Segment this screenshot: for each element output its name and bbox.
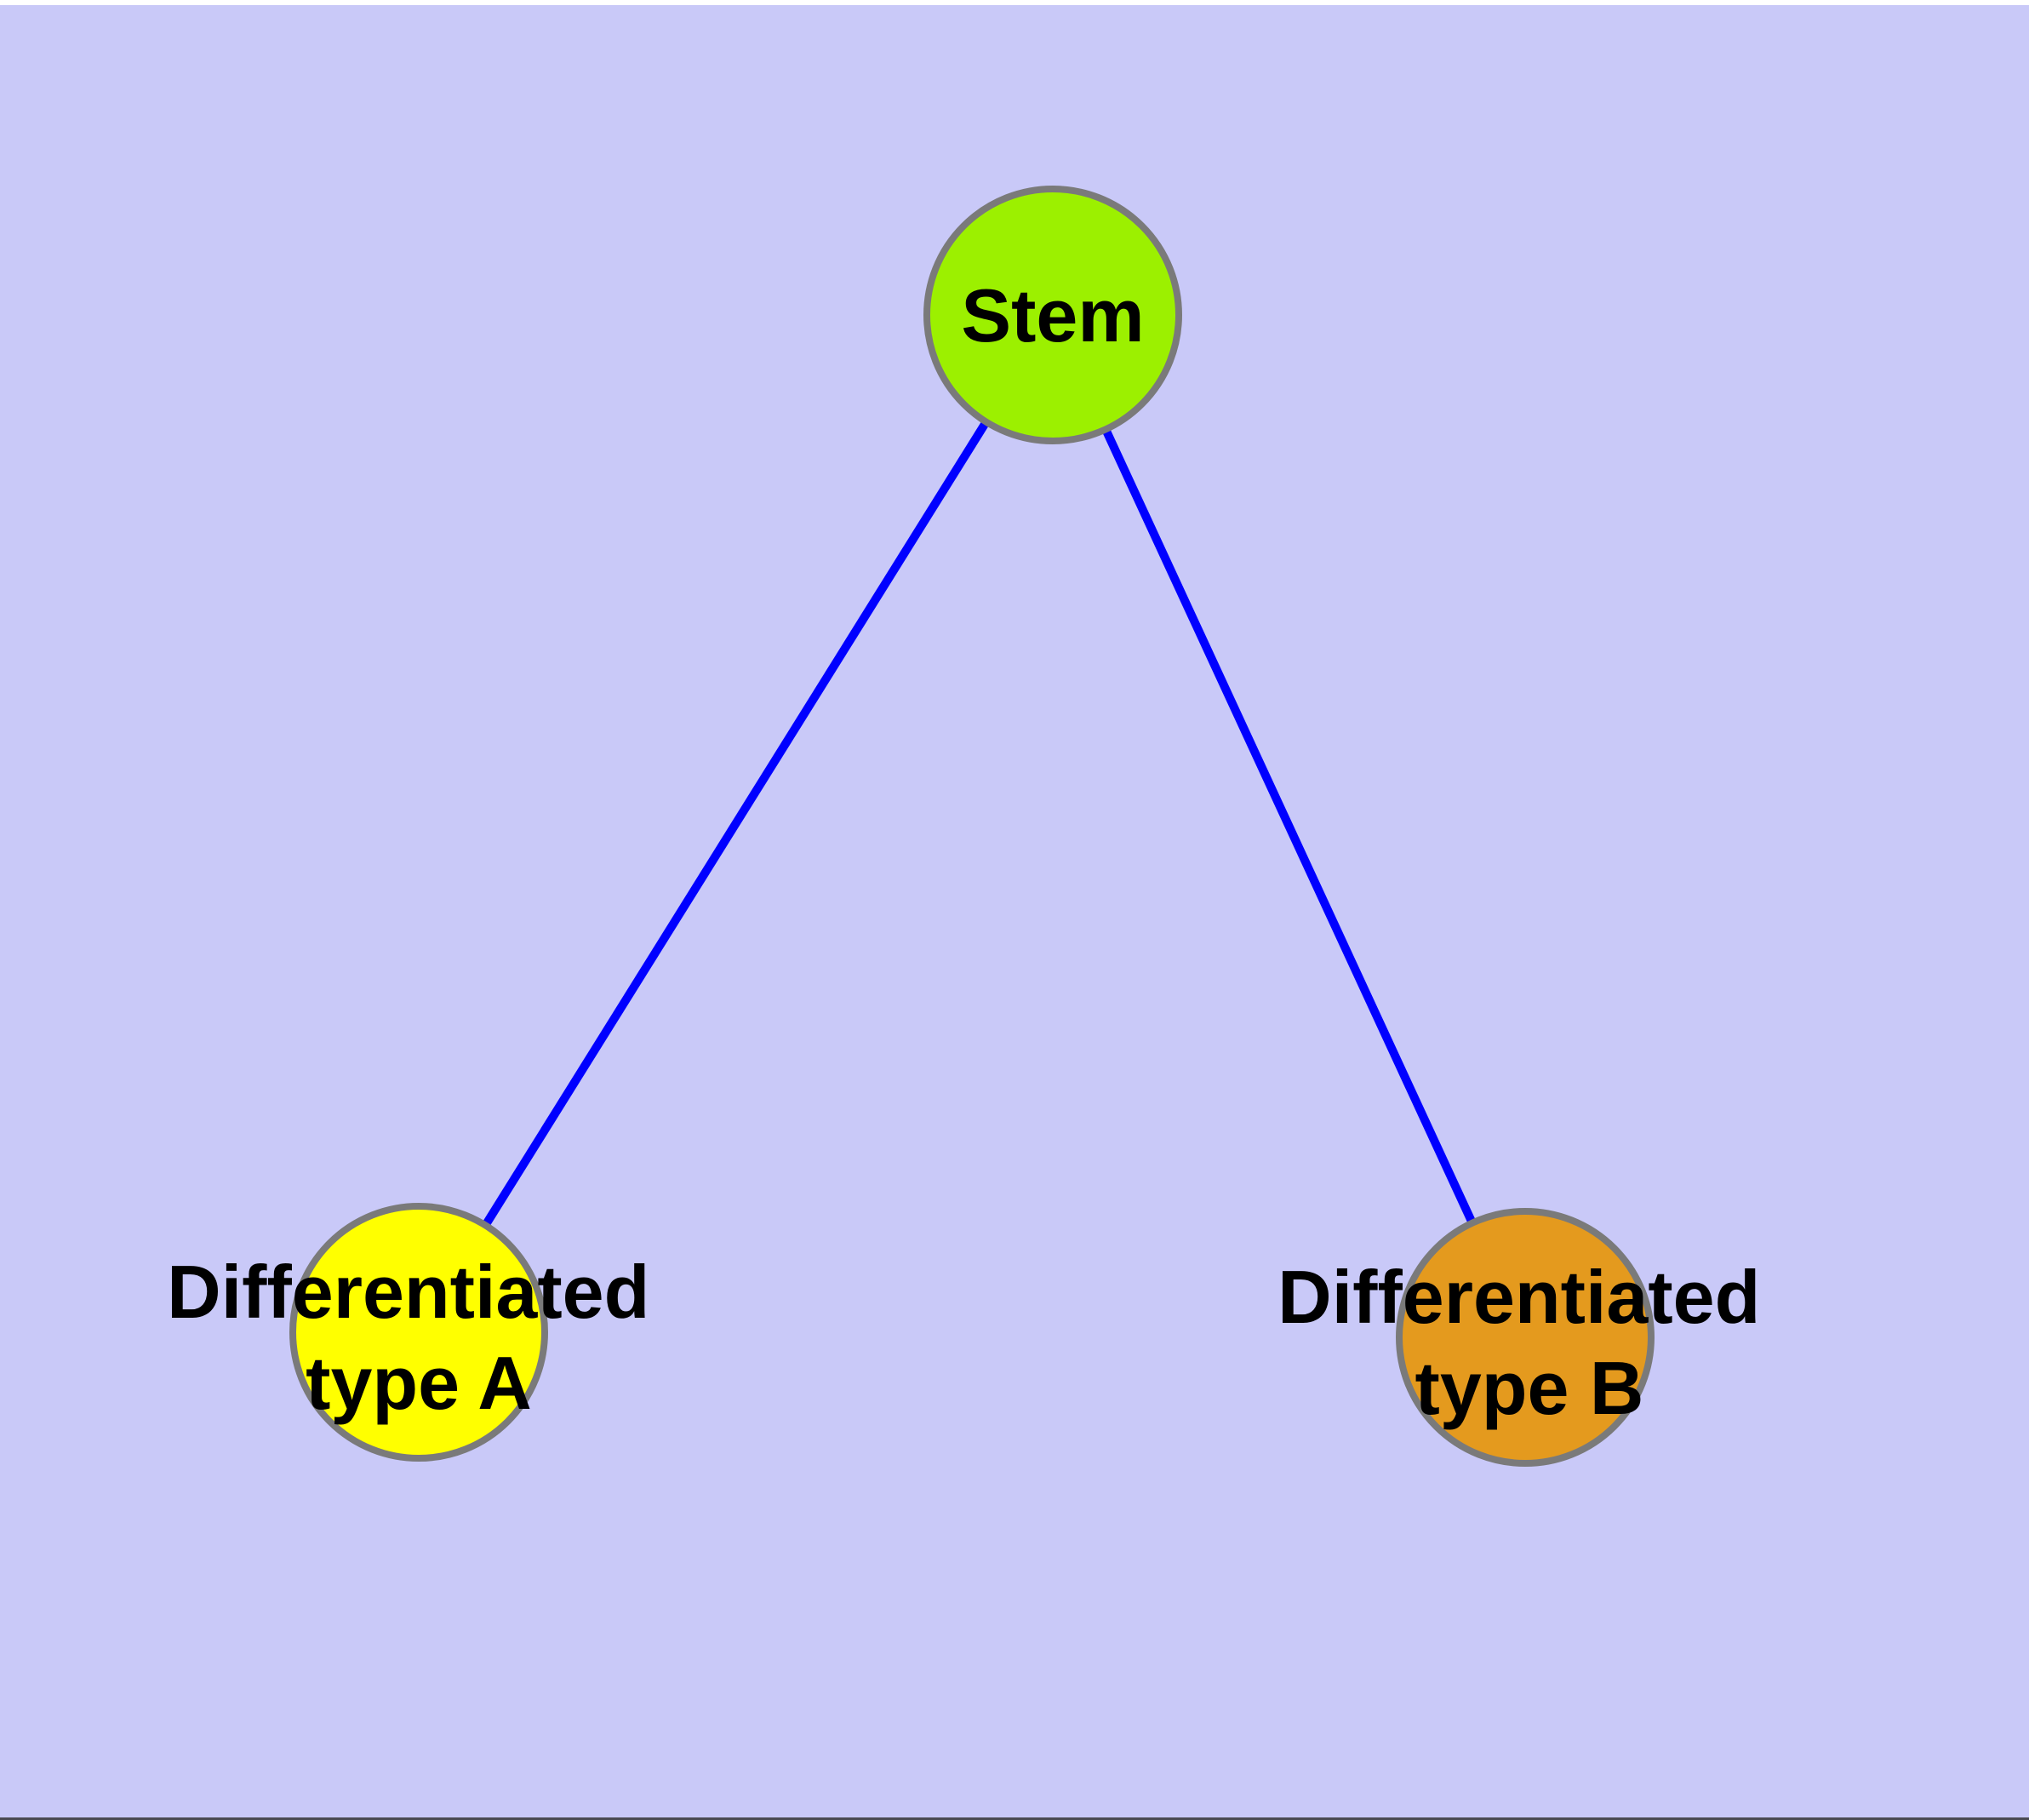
node-type-a-label-line2: type A	[306, 1341, 532, 1425]
node-stem-label: Stem	[961, 273, 1144, 358]
node-stem-circle	[923, 186, 1182, 444]
top-margin-strip	[0, 0, 2029, 5]
node-type-b-circle	[1396, 1208, 1655, 1467]
node-type-a-circle	[289, 1203, 548, 1462]
bottom-hairline	[0, 1817, 2029, 1820]
node-type-b-label: Differentiated type B	[1277, 1255, 1781, 1430]
node-type-a-label-line1: Differentiated	[167, 1250, 649, 1334]
edge-stem-to-type-a	[414, 312, 1057, 1335]
edge-stem-to-type-b	[1049, 312, 1529, 1340]
node-type-b-label-line2: type B	[1415, 1346, 1644, 1430]
node-type-a-label: Differentiated type A	[167, 1250, 671, 1425]
node-type-b-label-line1: Differentiated	[1277, 1255, 1760, 1339]
